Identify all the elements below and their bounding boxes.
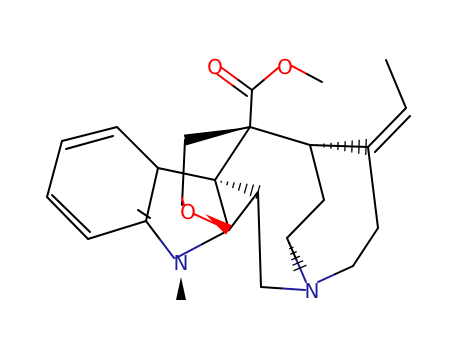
ester-carbonyl-bond: [221, 67, 238, 80]
cage-bond: [228, 191, 259, 231]
ester-ether-bond: [251, 78, 266, 91]
ester-carbonyl-bond: [231, 84, 248, 97]
stereo-hash: [292, 260, 304, 266]
stereo-bonds: [176, 127, 367, 300]
benzene-bond: [46, 196, 89, 240]
cage-bond: [309, 144, 369, 148]
ethylidene-double-bond: [374, 115, 411, 153]
stereo-hash: [365, 138, 367, 156]
n-bridge-bond: [317, 273, 337, 283]
ester-ether-bond: [264, 67, 279, 80]
n-bridge-bond: [260, 286, 284, 290]
stereo-hash: [249, 184, 255, 197]
n-methyl-wedge: [176, 277, 186, 300]
stereo-hash: [243, 183, 248, 194]
stereo-hash: [231, 182, 235, 189]
cage-bond: [352, 227, 379, 267]
atom-labels: O O O N N: [174, 55, 320, 303]
cage-bond: [367, 146, 379, 229]
benzene-bond: [46, 140, 63, 198]
ester-ether-oxygen-label: O: [277, 55, 293, 79]
indoline-nitrogen-label: N: [174, 251, 189, 275]
cage-bond: [214, 126, 251, 181]
ester-methyl-bond: [291, 65, 308, 75]
stereo-hash: [237, 182, 242, 191]
n-bridge-bond: [295, 259, 307, 283]
n-aminal-bond: [175, 243, 204, 259]
n-aryl-bond: [159, 238, 175, 259]
stereo-hash: [287, 241, 291, 245]
stereo-hash: [288, 246, 294, 250]
ethylidene-methyl-bond: [385, 59, 407, 109]
ester-carbonyl-oxygen-label: O: [207, 55, 223, 79]
cage-bond: [249, 126, 311, 146]
n-bridge-bond: [282, 287, 306, 291]
bonds: [46, 59, 411, 291]
stereo-hash: [220, 180, 223, 183]
ring-bond: [214, 179, 230, 231]
benzene-bond: [61, 126, 118, 142]
bridge-oxygen-label: O: [180, 200, 196, 224]
stereo-hash: [290, 251, 297, 255]
benzene-bond: [51, 194, 91, 233]
ester-carbonyl-bond: [236, 78, 253, 91]
bridge-bond: [181, 139, 186, 206]
cage-bond: [257, 191, 262, 288]
bridge-bond: [181, 197, 185, 206]
stereo-hash: [293, 264, 307, 272]
cage-bond: [309, 144, 325, 201]
benzene-bond: [145, 167, 159, 222]
benzene-bond: [87, 220, 147, 240]
stereo-hash: [226, 181, 229, 186]
cage-bond: [286, 199, 325, 239]
stereo-wedge: [183, 127, 250, 146]
benzene-bond: [137, 209, 151, 219]
stereo-hash: [255, 185, 261, 199]
ester-bond: [249, 89, 253, 128]
ring-bond: [157, 167, 216, 181]
ester-carbonyl-bond: [216, 73, 233, 86]
n-bridge-bond: [286, 237, 298, 261]
stereo-hash: [291, 255, 301, 261]
benzene-bond: [116, 126, 159, 169]
ethylidene-double-bond: [367, 107, 407, 148]
n-bridge-bond: [334, 265, 354, 275]
n-aryl-bond: [145, 220, 161, 241]
benzene-bond: [65, 135, 114, 150]
stereo-wedge-oxygen: [205, 214, 233, 235]
bridgehead-nitrogen-label: N: [305, 279, 320, 303]
ester-methyl-bond: [306, 73, 323, 83]
